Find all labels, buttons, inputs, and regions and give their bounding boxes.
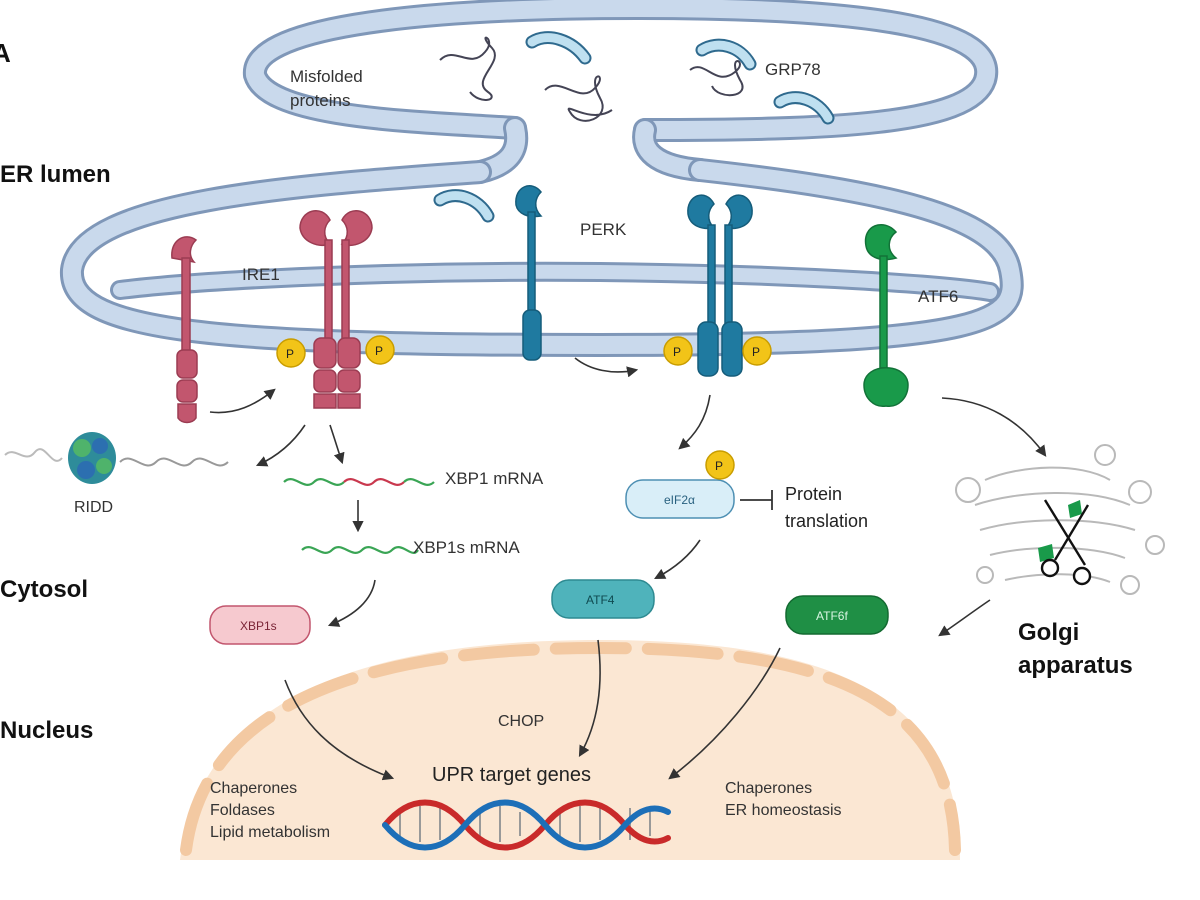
golgi-apparatus <box>955 444 1165 595</box>
left-targets-line-1: Chaperones <box>210 780 297 797</box>
ridd-degraded-rna <box>4 448 229 467</box>
atf4-protein: ATF4 <box>551 579 655 619</box>
panel-letter: A <box>0 38 11 68</box>
dna-helix-icon <box>382 799 671 851</box>
protein-translation-label-2: translation <box>785 511 868 531</box>
xbp1-mrna-label: XBP1 mRNA <box>445 469 544 488</box>
svg-text:P: P <box>286 347 294 361</box>
svg-text:P: P <box>673 345 681 359</box>
grp78-chaperones <box>433 31 835 223</box>
scissors-icon <box>1040 499 1092 586</box>
right-targets-line-1: Chaperones <box>725 780 812 797</box>
perk-dimer <box>687 194 753 377</box>
perk-monomer <box>515 185 543 361</box>
xbp1s-protein: XBP1s <box>209 605 311 645</box>
left-targets-line-2: Foldases <box>210 802 275 819</box>
upr-target-genes-label: UPR target genes <box>432 764 591 786</box>
ire1-label: IRE1 <box>242 265 280 284</box>
er-membrane <box>59 0 1024 358</box>
xbp1s-mrna-label: XBP1s mRNA <box>413 538 520 557</box>
protein-translation-label: Protein <box>785 484 842 504</box>
svg-text:P: P <box>375 344 383 358</box>
pathway-arrows <box>209 357 1047 781</box>
svg-text:P: P <box>715 459 723 473</box>
misfolded-proteins <box>439 36 744 122</box>
perk-phospho-right: P <box>742 336 772 366</box>
ire1-dimer <box>299 210 373 409</box>
er-lumen-label: ER lumen <box>0 161 111 188</box>
misfolded-proteins-label-2: proteins <box>290 91 350 110</box>
golgi-label: Golgi <box>1018 619 1079 646</box>
ridd-label: RIDD <box>74 499 113 516</box>
eif2a-phospho: P <box>705 450 735 480</box>
inhibition-arrow <box>740 490 773 510</box>
atf6-label: ATF6 <box>918 287 958 306</box>
svg-text:XBP1s: XBP1s <box>240 619 277 633</box>
svg-text:eIF2α: eIF2α <box>664 493 695 507</box>
cytosol-label: Cytosol <box>0 576 88 603</box>
xbp1-mrna <box>283 478 435 486</box>
nucleus-label: Nucleus <box>0 717 93 744</box>
ire1-monomer <box>171 236 198 424</box>
eif2a-protein: eIF2α <box>625 479 735 519</box>
ire1-phospho-left: P <box>276 338 306 368</box>
svg-text:ATF4: ATF4 <box>586 593 615 607</box>
ridd-ribonuclease-icon <box>68 432 116 484</box>
chop-label: CHOP <box>498 713 544 730</box>
svg-text:ATF6f: ATF6f <box>816 609 848 623</box>
atf6f-protein: ATF6f <box>785 595 889 635</box>
atf6-sensor <box>863 223 909 407</box>
golgi-atf6-fragments <box>1038 500 1082 562</box>
perk-label: PERK <box>580 220 627 239</box>
perk-phospho-left: P <box>663 336 693 366</box>
ire1-phospho-right: P <box>365 335 395 365</box>
misfolded-proteins-label: Misfolded <box>290 67 363 86</box>
svg-text:P: P <box>752 345 760 359</box>
grp78-label: GRP78 <box>765 60 821 79</box>
left-targets-line-3: Lipid metabolism <box>210 824 330 841</box>
golgi-label-2: apparatus <box>1018 652 1133 679</box>
right-targets-line-2: ER homeostasis <box>725 802 842 819</box>
xbp1s-mrna <box>301 546 419 554</box>
